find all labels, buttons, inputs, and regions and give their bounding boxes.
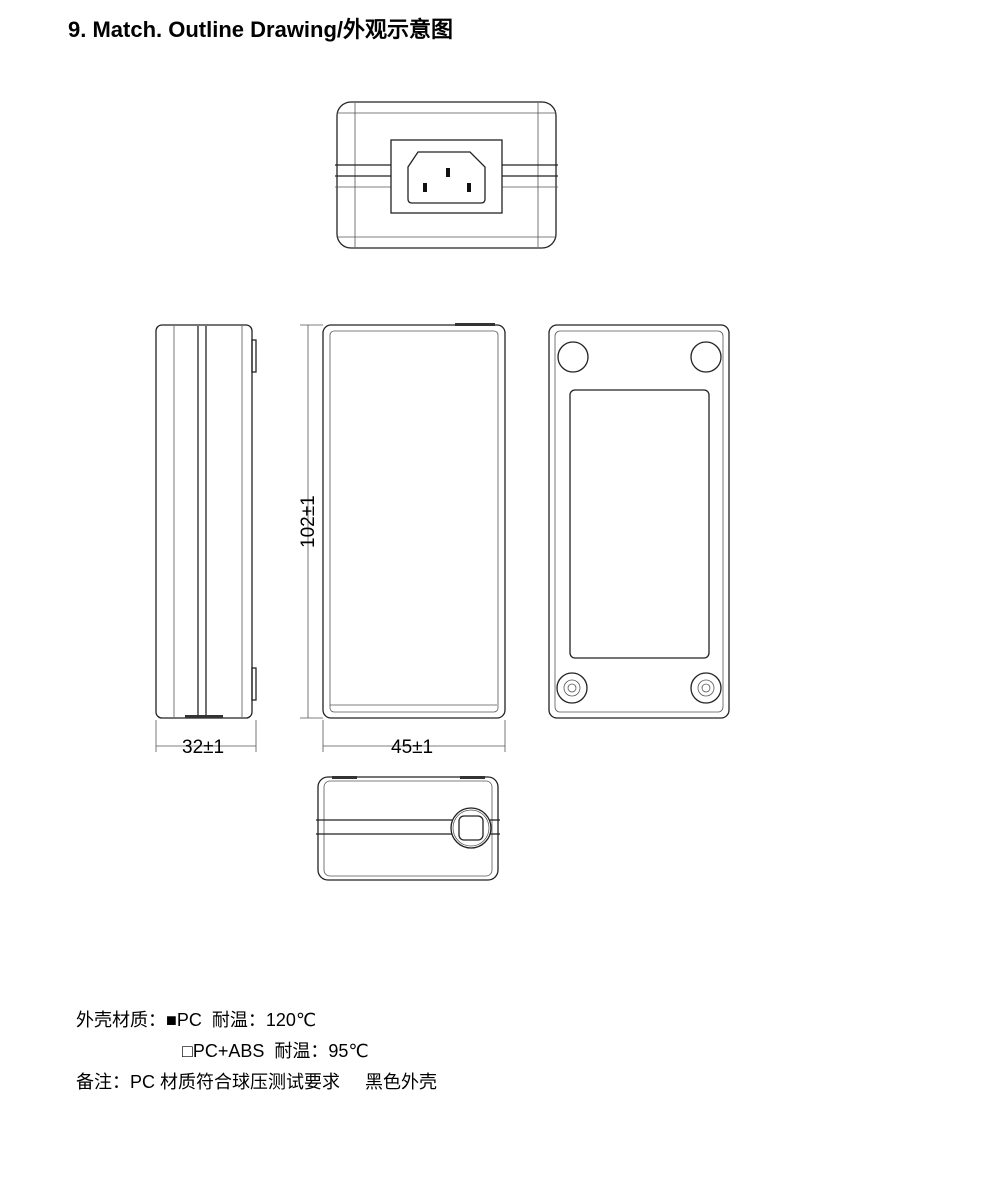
- remarks-note: 备注：PC 材质符合球压测试要求 黑色外壳: [76, 1072, 438, 1092]
- bottom-view: [548, 324, 730, 719]
- iec-c14-socket-icon: [407, 151, 486, 204]
- dimension-length: 102±1: [298, 495, 319, 548]
- dc-cable-outlet-icon: [450, 807, 492, 849]
- end-view-dc-output: [316, 776, 500, 881]
- dimension-depth: 32±1: [182, 737, 224, 758]
- rubber-foot-icon: [690, 341, 722, 373]
- label-area: [569, 389, 710, 659]
- screw-foot-icon: [556, 672, 588, 704]
- end-view-ac-inlet: [335, 101, 558, 249]
- top-view: [300, 323, 506, 752]
- housing-material-alt-note: □PC+ABS 耐温：95℃: [182, 1041, 369, 1061]
- page-title: 9. Match. Outline Drawing/外观示意图: [68, 17, 454, 42]
- dimension-width: 45±1: [391, 737, 433, 758]
- housing-material-note: 外壳材质：■PC 耐温：120℃: [76, 1010, 317, 1030]
- screw-foot-icon: [690, 672, 722, 704]
- rubber-foot-icon: [557, 341, 589, 373]
- side-view: [155, 324, 257, 752]
